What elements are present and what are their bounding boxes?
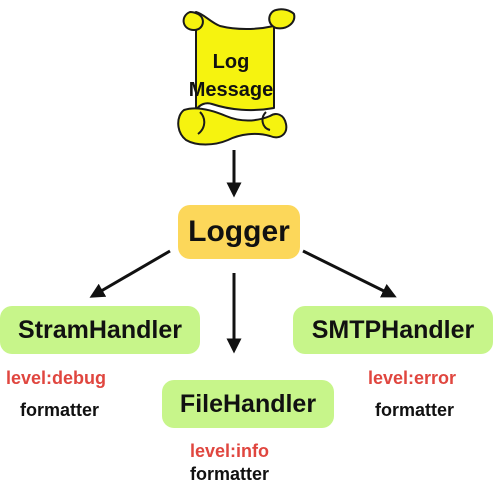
file-handler-formatter: formatter xyxy=(190,464,270,484)
smtp-handler-node: SMTPHandler xyxy=(293,306,493,354)
file-handler-level: level:info xyxy=(190,441,270,461)
log-message-line-1: Log xyxy=(212,51,250,73)
file-handler-node: FileHandler xyxy=(162,380,334,428)
logger-label: Logger xyxy=(188,215,290,248)
logger-node: Logger xyxy=(178,205,300,259)
arrow-logger-to-stream xyxy=(89,249,171,298)
stream-handler-level: level:debug xyxy=(6,368,107,388)
stream-handler-formatter: formatter xyxy=(20,400,100,420)
smtp-handler-level: level:error xyxy=(368,368,457,388)
file-handler-label: FileHandler xyxy=(179,389,317,418)
scroll-icon xyxy=(177,8,296,146)
smtp-handler-label: SMTPHandler xyxy=(311,315,475,344)
stream-handler-label: StramHandler xyxy=(18,315,182,344)
log-message-label: Log Message xyxy=(184,48,278,104)
log-message-line-2: Message xyxy=(188,79,274,101)
stream-handler-node: StramHandler xyxy=(0,306,200,354)
smtp-handler-formatter: formatter xyxy=(375,400,455,420)
arrow-logger-to-smtp xyxy=(302,249,397,298)
